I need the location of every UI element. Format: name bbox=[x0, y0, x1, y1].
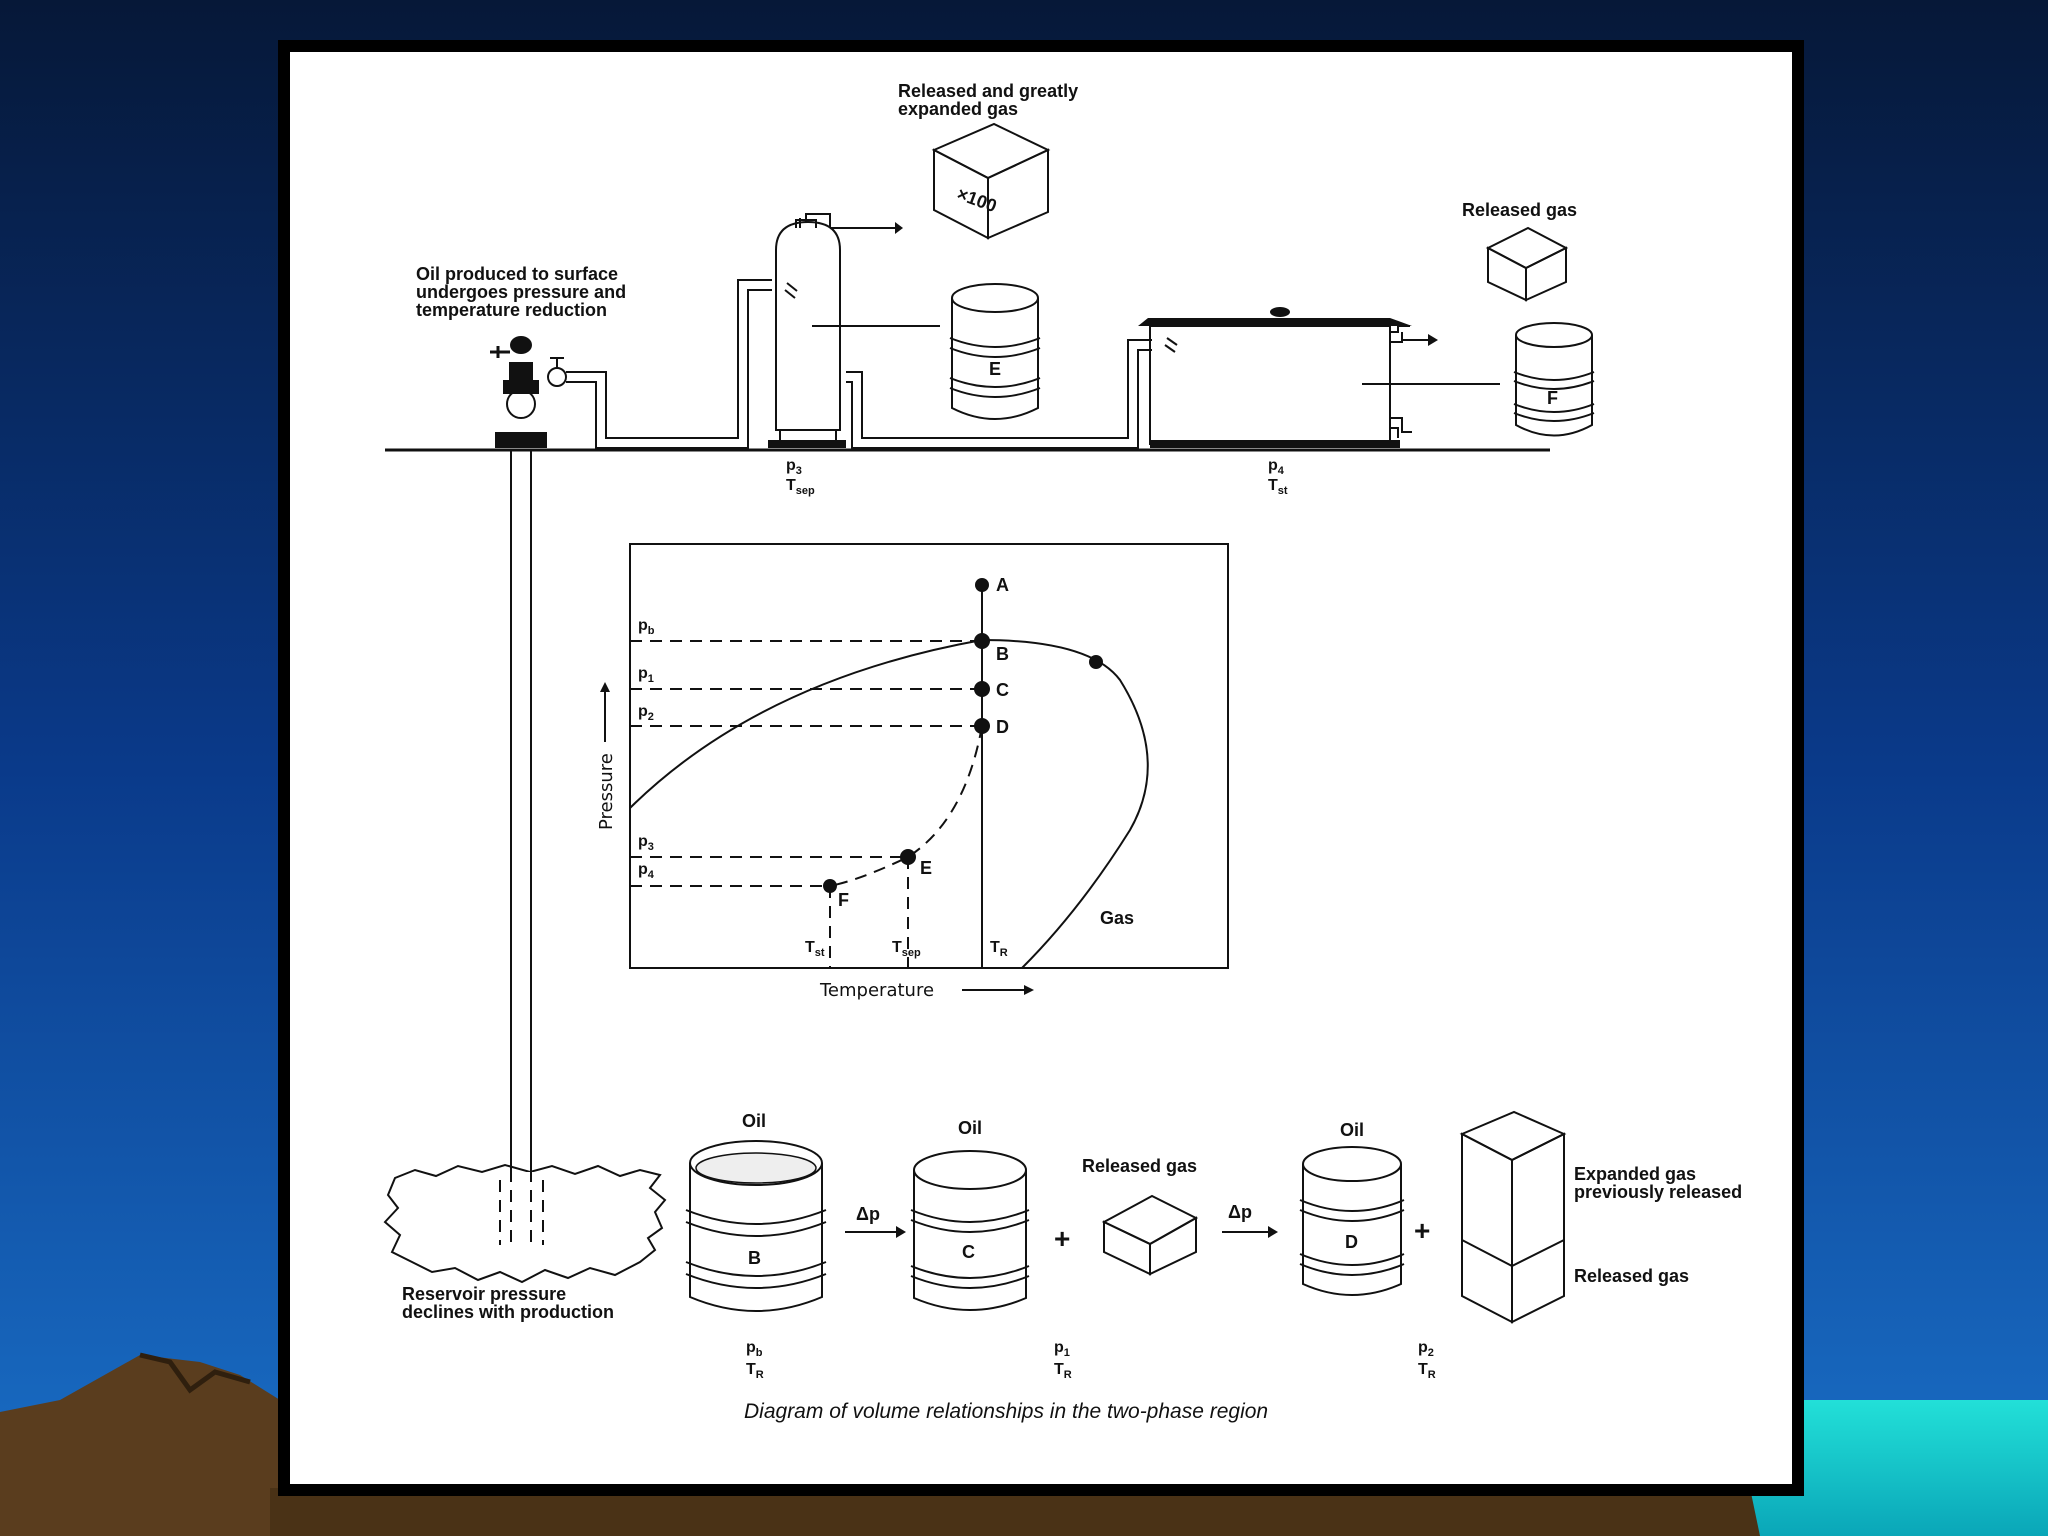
expanded-gas-prev-label-line-2: previously released bbox=[1574, 1182, 1742, 1202]
separator-temperature-sub: sep bbox=[796, 485, 815, 497]
point-a-label: A bbox=[996, 575, 1009, 595]
p3-label: p3 bbox=[638, 833, 654, 853]
surface-facilities bbox=[385, 213, 1550, 1245]
expanded-gas-label-line-1: Released and greatly bbox=[898, 81, 1078, 101]
point-d-marker bbox=[974, 718, 990, 734]
gas-region-label: Gas bbox=[1100, 908, 1134, 928]
well-casing bbox=[499, 450, 544, 1245]
stock-tank bbox=[1138, 307, 1500, 448]
expanded-gas-label-line-2: expanded gas bbox=[898, 99, 1018, 119]
condition-d-pressure: p2 bbox=[1418, 1339, 1434, 1359]
slide-canvas bbox=[290, 52, 1792, 1484]
drum-c bbox=[910, 1150, 1030, 1311]
drum-d-label: D bbox=[1345, 1232, 1358, 1252]
separator-temperature: Tsep bbox=[786, 477, 815, 497]
tank-pressure-symbol: p bbox=[1268, 457, 1278, 474]
released-gas-lower-label: Released gas bbox=[1574, 1266, 1689, 1286]
oil-label-c: Oil bbox=[958, 1118, 982, 1138]
released-gas-label: Released gas bbox=[1082, 1156, 1197, 1176]
tank-released-gas-label: Released gas bbox=[1462, 200, 1577, 220]
condition-b-temperature: TR bbox=[746, 1361, 764, 1381]
phase-diagram-frame bbox=[629, 543, 1229, 969]
p4-label: p4 bbox=[638, 861, 655, 881]
tank-temperature-symbol: T bbox=[1268, 477, 1278, 494]
mountain-ridge bbox=[139, 1352, 251, 1394]
diagram-caption: Diagram of volume relationships in the t… bbox=[744, 1400, 1268, 1423]
wellhead-label-line-2: undergoes pressure and bbox=[416, 282, 626, 302]
delta-p-label-2: Δp bbox=[1228, 1202, 1252, 1222]
separator-temperature-symbol: T bbox=[786, 477, 796, 494]
tr-label: TR bbox=[990, 939, 1008, 959]
point-c-marker bbox=[974, 681, 990, 697]
point-b-marker bbox=[974, 633, 990, 649]
drum-f-label: F bbox=[1547, 388, 1558, 408]
separator-pressure-symbol: p bbox=[786, 457, 796, 474]
tank-temperature: Tst bbox=[1268, 477, 1288, 497]
drum-b-label: B bbox=[748, 1248, 761, 1268]
stacked-gas-block bbox=[1459, 1110, 1567, 1324]
point-f-marker bbox=[823, 879, 837, 893]
point-d-label: D bbox=[996, 717, 1009, 737]
temperature-axis-label: Temperature bbox=[819, 980, 934, 1001]
condition-d-temperature: TR bbox=[1418, 1361, 1436, 1381]
pressure-axis-label: Pressure bbox=[596, 753, 617, 830]
condition-c-temperature: TR bbox=[1054, 1361, 1072, 1381]
tank-released-gas-cube bbox=[1485, 226, 1569, 302]
point-b-label: B bbox=[996, 644, 1009, 664]
point-a-marker bbox=[975, 578, 989, 592]
mountain-range bbox=[0, 1355, 280, 1536]
pb-label: pb bbox=[638, 617, 655, 637]
wellhead-icon bbox=[490, 336, 567, 448]
oil-label-b: Oil bbox=[742, 1111, 766, 1131]
plus-sign-1: + bbox=[1054, 1223, 1070, 1254]
released-gas-cube bbox=[1101, 1194, 1199, 1276]
expansion-factor: ×100 bbox=[954, 184, 999, 217]
plus-sign-2: + bbox=[1414, 1215, 1430, 1246]
reservoir-blob bbox=[383, 1163, 667, 1284]
reservoir-label-line-2: declines with production bbox=[402, 1302, 614, 1322]
separator-outlet-pipe bbox=[846, 339, 1152, 449]
oil-label-d: Oil bbox=[1340, 1120, 1364, 1140]
drum-e bbox=[949, 283, 1041, 420]
p2-label: p2 bbox=[638, 703, 654, 723]
expanded-gas-cube bbox=[931, 122, 1051, 240]
wellhead-label-line-3: temperature reduction bbox=[416, 300, 607, 320]
separator-pressure: p3 bbox=[786, 457, 802, 477]
drum-f bbox=[1513, 322, 1595, 437]
expanded-gas-prev-label-line-1: Expanded gas bbox=[1574, 1164, 1696, 1184]
point-f-label: F bbox=[838, 890, 849, 910]
bubble-point-curve bbox=[629, 639, 983, 809]
dew-point-curve bbox=[981, 639, 1149, 969]
ground-strip bbox=[270, 1488, 1760, 1536]
tank-pressure-sub: 4 bbox=[1278, 465, 1285, 477]
drum-c-label: C bbox=[962, 1242, 975, 1262]
condition-c-pressure: p1 bbox=[1054, 1339, 1070, 1359]
tank-pressure: p4 bbox=[1268, 457, 1285, 477]
tsep-label: Tsep bbox=[892, 939, 921, 959]
wellhead-label-line-1: Oil produced to surface bbox=[416, 264, 618, 284]
delta-p-label-1: Δp bbox=[856, 1204, 880, 1224]
drum-e-label: E bbox=[989, 359, 1001, 379]
separator-vessel bbox=[768, 213, 940, 448]
condition-b-pressure: pb bbox=[746, 1339, 763, 1359]
dew-curve-marker bbox=[1089, 655, 1103, 669]
drum-d bbox=[1299, 1146, 1405, 1296]
flowline bbox=[566, 279, 772, 449]
tst-label: Tst bbox=[805, 939, 825, 959]
point-e-label: E bbox=[920, 858, 932, 878]
tank-temperature-sub: st bbox=[1278, 485, 1288, 497]
point-e-marker bbox=[900, 849, 916, 865]
point-c-label: C bbox=[996, 680, 1009, 700]
p1-label: p1 bbox=[638, 665, 654, 685]
phase-diagram bbox=[600, 543, 1229, 995]
drum-b bbox=[685, 1140, 827, 1312]
reservoir-label-line-1: Reservoir pressure bbox=[402, 1284, 566, 1304]
separator-pressure-sub: 3 bbox=[796, 465, 802, 477]
